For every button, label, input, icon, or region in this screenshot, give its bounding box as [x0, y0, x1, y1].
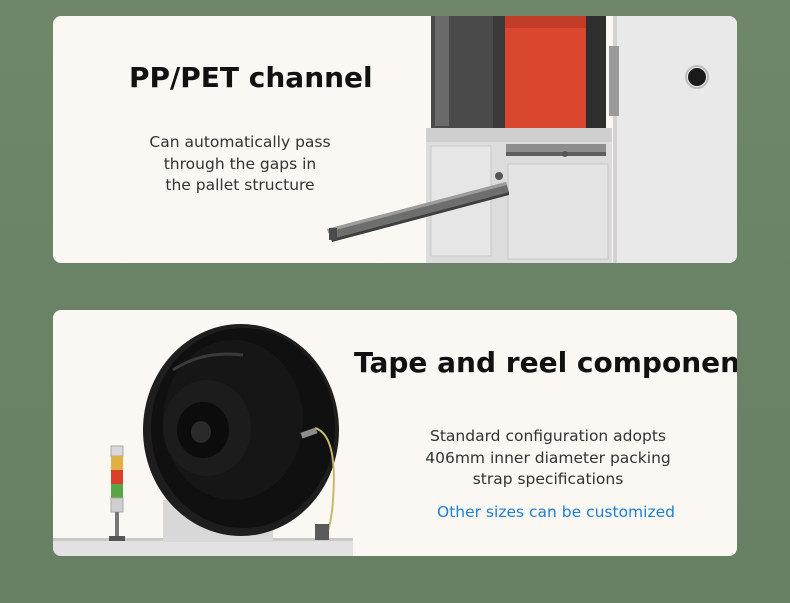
tape-reel-description-line: 406mm inner diameter packing: [425, 448, 671, 467]
tape-reel-description-line: strap specifications: [472, 470, 624, 488]
customization-note: Other sizes can be customized: [437, 503, 675, 521]
channel-description: Can automatically pass through the gaps …: [140, 132, 340, 197]
channel-description-line: through the gaps in: [163, 154, 317, 173]
strapping-machine-channel-photo: [327, 16, 737, 263]
channel-title: PP/PET channel: [129, 61, 373, 94]
tape-reel-feature-card: Tape and reel components Standard config…: [53, 310, 737, 556]
tape-reel-description-line: Standard configuration adopts: [430, 427, 666, 445]
tape-reel-description: Standard configuration adopts 406mm inne…: [413, 426, 683, 491]
channel-description-line: Can automatically pass: [149, 133, 331, 151]
channel-feature-card: PP/PET channel Can automatically pass th…: [53, 16, 737, 263]
channel-description-line: the pallet structure: [165, 176, 315, 194]
tape-reel-photo: [53, 324, 353, 556]
tape-reel-title: Tape and reel components: [354, 346, 737, 379]
